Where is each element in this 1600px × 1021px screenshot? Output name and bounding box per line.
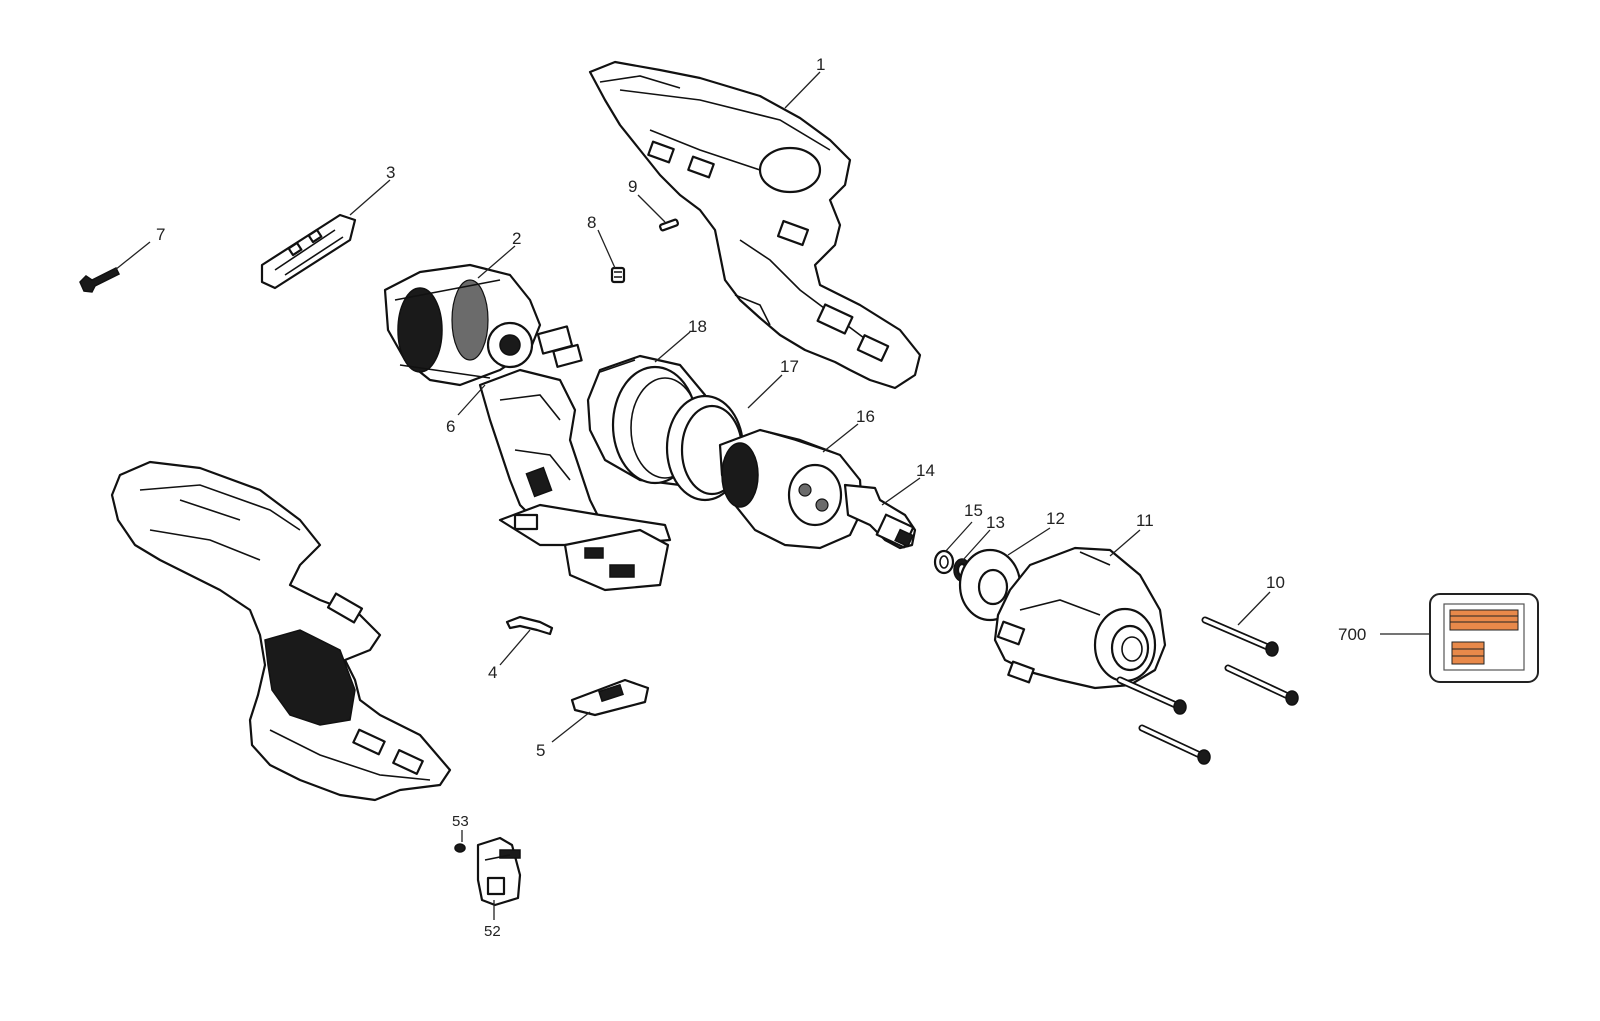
callout-7: 7 xyxy=(156,225,165,244)
part-14-anvil[interactable] xyxy=(843,483,917,550)
label-stripe-top xyxy=(1449,609,1519,631)
leader-14 xyxy=(881,477,921,506)
part-10-screws[interactable] xyxy=(1116,616,1299,765)
leader-12 xyxy=(1007,527,1051,556)
leader-11 xyxy=(1109,529,1141,557)
leader-4 xyxy=(499,629,531,666)
callout-18: 18 xyxy=(688,317,707,336)
callout-700: 700 xyxy=(1338,625,1366,644)
leader-13 xyxy=(962,529,991,561)
callout-14: 14 xyxy=(916,461,935,480)
leader-2 xyxy=(477,245,516,279)
callout-labels: 1 3 7 2 8 9 18 17 16 6 14 15 13 12 11 10… xyxy=(156,55,1366,940)
part-housing-left[interactable] xyxy=(110,460,452,802)
callout-9: 9 xyxy=(628,177,637,196)
leader-15 xyxy=(944,521,973,553)
leader-9 xyxy=(637,194,666,223)
leader-6 xyxy=(457,384,486,416)
callout-13: 13 xyxy=(986,513,1005,532)
callout-3: 3 xyxy=(386,163,395,182)
callout-16: 16 xyxy=(856,407,875,426)
part-1-housing-right[interactable] xyxy=(588,60,922,390)
screw-10c[interactable] xyxy=(1116,676,1187,715)
callout-52: 52 xyxy=(484,923,501,940)
leader-3 xyxy=(349,179,391,216)
part-5-plate[interactable] xyxy=(570,678,650,717)
screw-10b[interactable] xyxy=(1224,664,1299,706)
part-2-motor[interactable] xyxy=(383,263,583,387)
leader-17 xyxy=(747,374,783,409)
leader-lines xyxy=(114,71,1430,920)
callout-15: 15 xyxy=(964,501,983,520)
callout-53: 53 xyxy=(452,813,469,830)
callout-10: 10 xyxy=(1266,573,1285,592)
callout-4: 4 xyxy=(488,663,497,682)
part-52-clip[interactable] xyxy=(476,836,522,907)
callout-12: 12 xyxy=(1046,509,1065,528)
leader-16 xyxy=(822,423,859,453)
part-4-bracket[interactable] xyxy=(505,615,554,636)
part-16-hammer[interactable] xyxy=(718,428,864,550)
part-15-washer[interactable] xyxy=(933,549,955,575)
part-700-label-kit[interactable] xyxy=(1429,593,1539,683)
leader-10 xyxy=(1237,591,1271,626)
part-8-fastener[interactable] xyxy=(610,266,626,284)
callout-1: 1 xyxy=(816,55,825,74)
part-3-grip-insert[interactable] xyxy=(260,213,357,290)
part-53-screw[interactable] xyxy=(454,843,466,853)
leader-1 xyxy=(784,71,821,109)
label-stripe-bottom xyxy=(1451,641,1485,665)
callout-6: 6 xyxy=(446,417,455,436)
part-7-screw[interactable] xyxy=(79,266,121,293)
leader-8 xyxy=(597,229,616,269)
leader-7 xyxy=(114,241,151,271)
callout-17: 17 xyxy=(780,357,799,376)
leader-18 xyxy=(654,331,691,363)
callout-11: 11 xyxy=(1136,511,1154,530)
screw-10a[interactable] xyxy=(1201,616,1279,657)
callout-8: 8 xyxy=(587,213,596,232)
part-9-pin[interactable] xyxy=(658,218,680,232)
part-11-gear-housing[interactable] xyxy=(993,546,1167,690)
leader-5 xyxy=(551,711,591,743)
callout-5: 5 xyxy=(536,741,545,760)
part-6-switch-assembly[interactable] xyxy=(478,368,672,592)
screw-10d[interactable] xyxy=(1138,724,1211,765)
callout-2: 2 xyxy=(512,229,521,248)
